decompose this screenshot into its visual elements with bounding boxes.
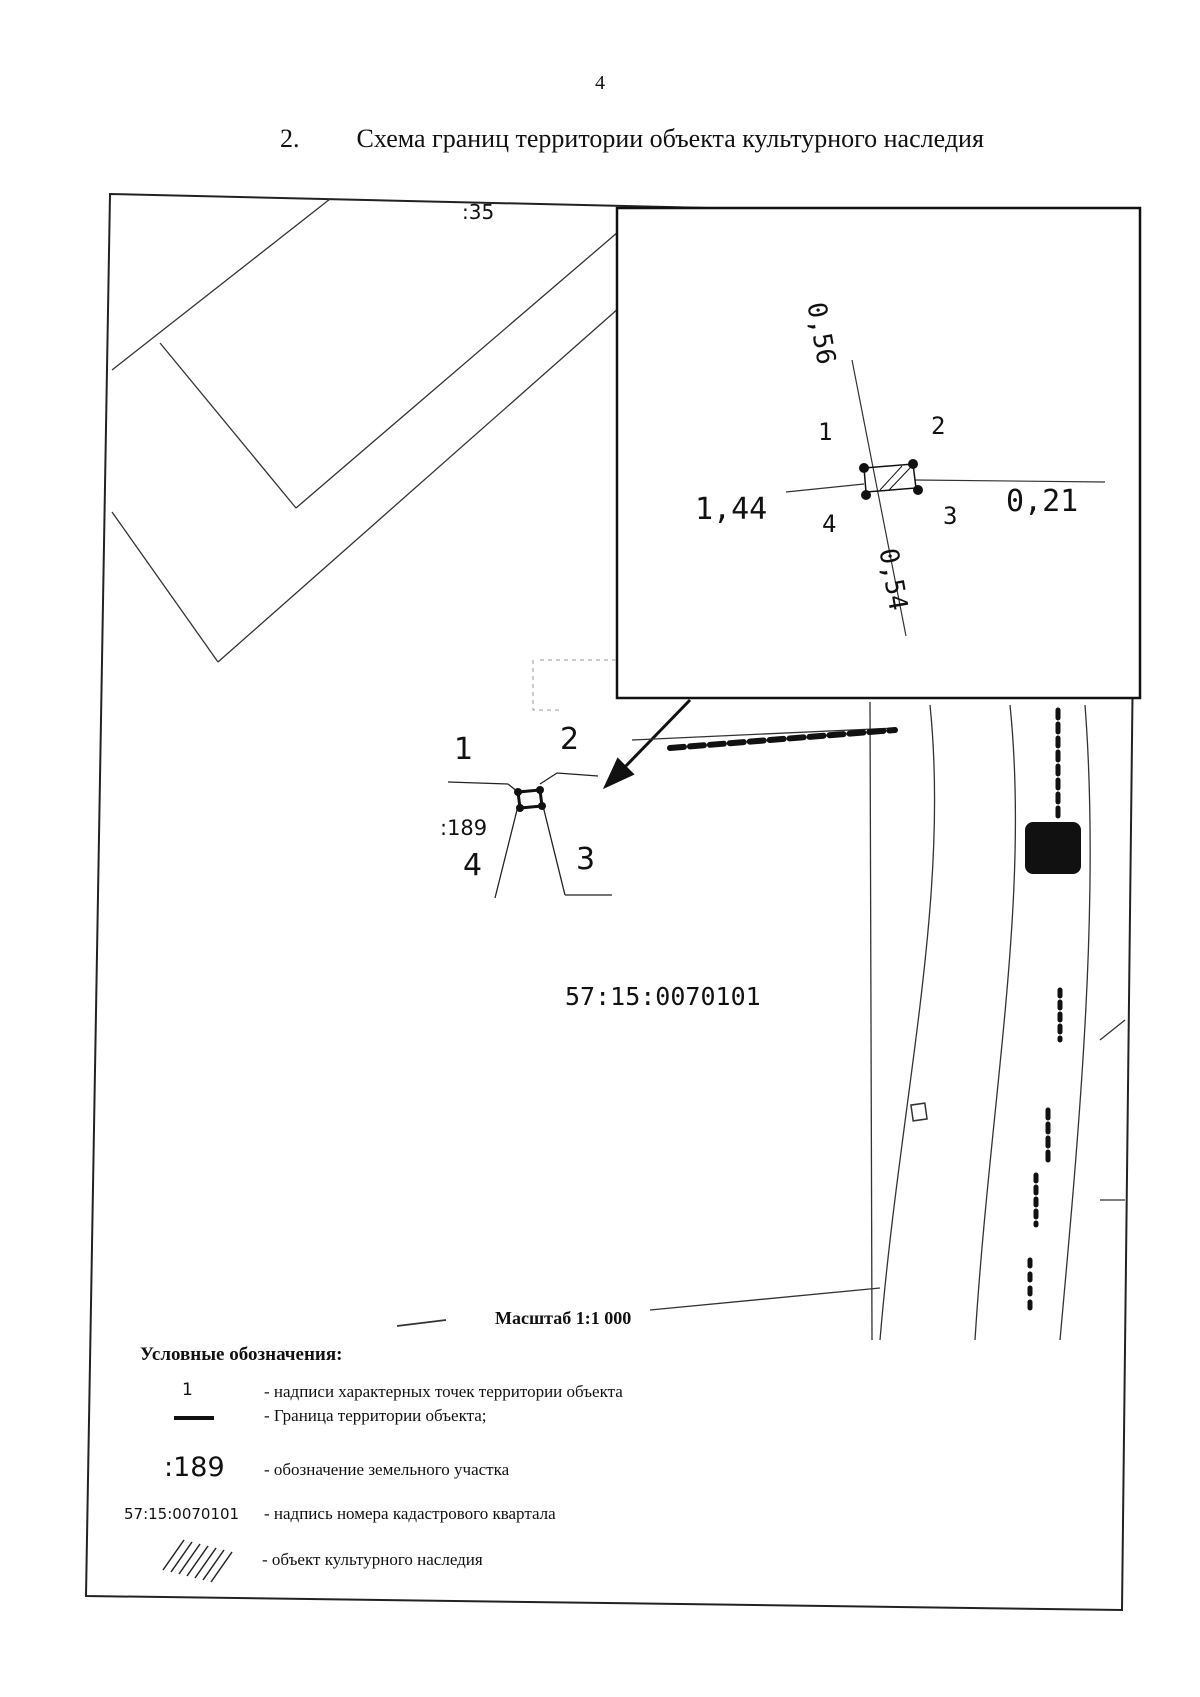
inset-points <box>859 459 923 500</box>
legend-symbol-point: 1 <box>182 1380 193 1400</box>
neighbor-parcels <box>111 198 629 663</box>
legend-hatch-symbol <box>162 1539 233 1583</box>
legend-text-heritage: - объект культурного наследия <box>262 1550 483 1569</box>
legend-text-parcel: - обозначение земельного участка <box>264 1460 510 1479</box>
dashed-building <box>532 659 620 711</box>
point-label-1: 1 <box>454 732 474 767</box>
scan-artifacts <box>667 707 1063 1313</box>
point-label-2: 2 <box>560 722 580 757</box>
legend-title: Условные обозначения: <box>140 1344 343 1365</box>
pointer-arrow <box>602 698 692 790</box>
inset-point-2: 2 <box>931 412 946 440</box>
inset-frame <box>615 206 1142 700</box>
parcel-label-35: :35 <box>462 200 495 224</box>
legend-symbol-parcel: :189 <box>164 1452 225 1483</box>
legend-text-boundary: - Граница территории объекта; <box>264 1406 487 1425</box>
cadastral-quarter-label: 57:15:0070101 <box>565 982 761 1011</box>
inset-point-4: 4 <box>822 510 837 538</box>
page-number: 4 <box>595 72 605 94</box>
heading-title: Схема границ территории объекта культурн… <box>356 124 984 153</box>
page-title: 2. Схема границ территории объекта культ… <box>280 124 984 154</box>
legend-symbol-quarter: 57:15:0070101 <box>124 1505 240 1523</box>
main-points <box>514 786 546 812</box>
inset-point-3: 3 <box>943 502 958 530</box>
scale-label: Масштаб 1:1 000 <box>495 1308 632 1328</box>
dark-blot <box>1025 822 1081 874</box>
inset-distance-left: 1,44 <box>695 492 768 527</box>
legend-text-quarter: - надпись номера кадастрового квартала <box>264 1504 556 1523</box>
small-box <box>910 1102 928 1122</box>
inset-point-1: 1 <box>818 418 833 446</box>
legend-text-point: - надписи характерных точек территории о… <box>264 1382 623 1401</box>
parcel-label-189: :189 <box>440 816 488 840</box>
road-lines <box>396 701 1126 1341</box>
inset-distance-right: 0,21 <box>1006 484 1079 519</box>
point-label-4: 4 <box>463 848 483 883</box>
heading-number: 2. <box>280 124 300 153</box>
inset-boundary-lines <box>785 359 1106 637</box>
point-label-3: 3 <box>576 842 596 877</box>
